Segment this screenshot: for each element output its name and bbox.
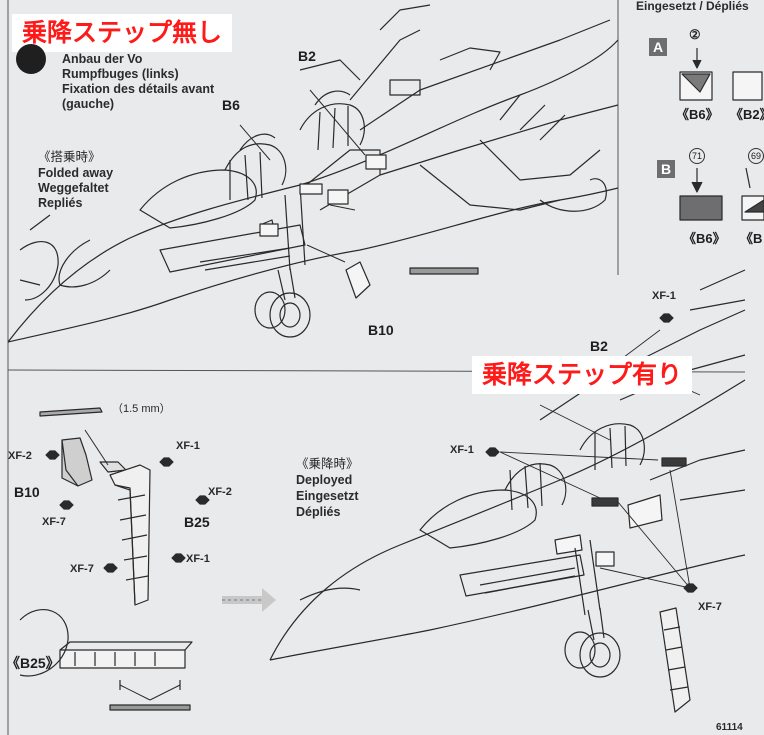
- variant-panels-drawing: [679, 48, 764, 221]
- aircraft-bottom-drawing: [269, 269, 746, 713]
- part-label-b10-bottom: B10: [14, 484, 40, 500]
- part-label-b25: B25: [184, 514, 210, 530]
- variant-a-part-b6: 《B6》: [676, 107, 719, 122]
- variant-a-part-b2: 《B2》: [730, 107, 764, 122]
- part-label-b6: B6: [222, 97, 240, 113]
- variant-b-number-1: 71: [689, 148, 705, 164]
- variant-a-number: ②: [689, 27, 701, 42]
- paint-xf7-bottom: XF-7: [698, 601, 722, 613]
- variant-b-part-b6: 《B6》: [683, 231, 726, 246]
- paint-xf7-b25: XF-7: [70, 563, 94, 575]
- page-number: 61114: [716, 722, 743, 733]
- variant-b-part-b2: 《B: [740, 231, 763, 246]
- step-note-line4: (gauche): [62, 97, 115, 111]
- folded-note-en: Folded away: [38, 166, 114, 180]
- deployed-note-de: Eingesetzt: [296, 489, 359, 503]
- aircraft-top-drawing: [7, 4, 619, 343]
- banner-with-step: 乗降ステップ有り: [472, 356, 693, 394]
- part-label-b2-right: B2: [590, 338, 608, 354]
- paint-xf7-b10: XF-7: [42, 516, 66, 528]
- deployed-note-en: Deployed: [296, 473, 353, 487]
- folded-note-jp: 《搭乗時》: [38, 150, 101, 164]
- paint-xf1-top-right: XF-1: [652, 290, 676, 302]
- header-right-note: Eingesetzt / Dépliés: [636, 0, 749, 13]
- paint-xf1-b10: XF-1: [176, 440, 200, 452]
- drill-size-note: （1.5 mm）: [112, 403, 171, 415]
- paint-xf1-b25: XF-1: [186, 553, 210, 565]
- step-number-circle: [16, 44, 46, 74]
- part-label-b10-top: B10: [368, 322, 394, 338]
- variant-b-number-2: 69: [748, 148, 764, 164]
- folded-note-fr: Repliés: [38, 196, 83, 210]
- step-note-line3: Fixation des détails avant: [62, 82, 215, 96]
- part-label-b2-top: B2: [298, 48, 316, 64]
- deployed-note-jp: 《乗降時》: [296, 457, 359, 471]
- variant-box-a: A: [649, 38, 667, 56]
- paint-xf2-right: XF-2: [208, 486, 232, 498]
- part-label-b25-detail: 《B25》: [6, 655, 60, 671]
- step-subassembly-drawing: [19, 407, 276, 711]
- variant-box-b: B: [657, 160, 675, 178]
- paint-xf2-left: XF-2: [8, 450, 32, 462]
- banner-without-step: 乗降ステップ無し: [12, 14, 233, 52]
- step-note-line1: Anbau der Vo: [62, 52, 143, 66]
- deployed-note-fr: Dépliés: [296, 505, 341, 519]
- paint-xf1-bottom: XF-1: [450, 444, 474, 456]
- folded-note-de: Weggefaltet: [38, 181, 109, 195]
- step-note-line2: Rumpfbuges (links): [62, 67, 179, 81]
